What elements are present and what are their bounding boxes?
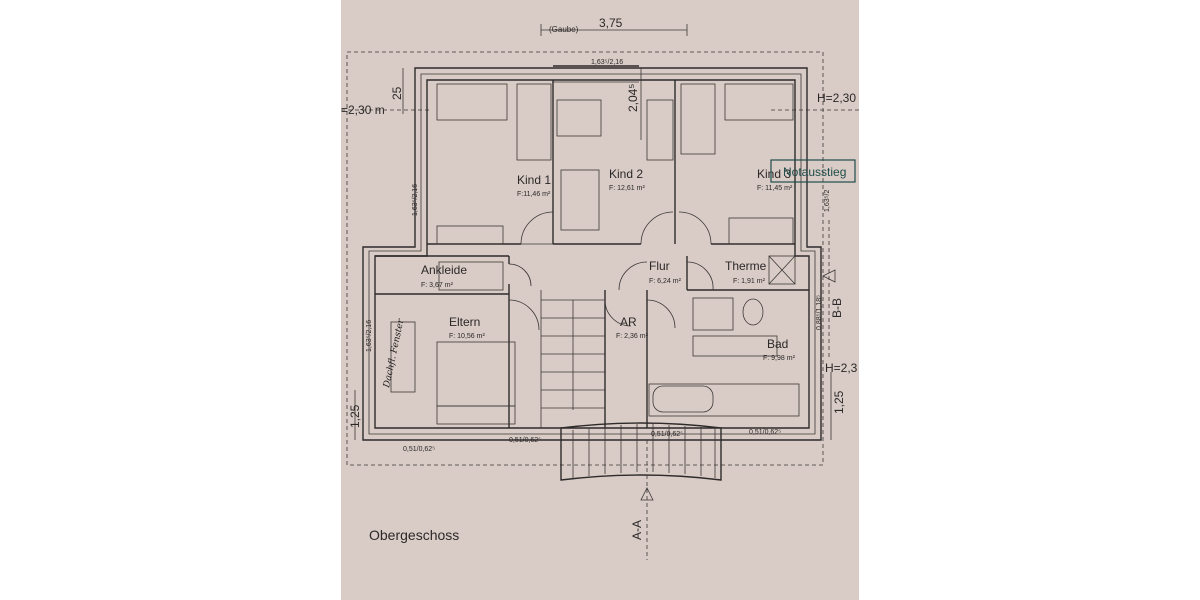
roof-outline [346, 51, 824, 466]
dim-h-right: H=2,30 [817, 91, 856, 105]
room-name-kind3: Kind 3 [757, 167, 791, 181]
dim-gaube-label: (Gaube) [549, 25, 579, 34]
dim-window-bottom-3: 0,51/0,62⁵ [651, 431, 683, 438]
dim-h-left: =2,30 m [341, 103, 385, 117]
door-ar [604, 299, 632, 327]
room-area-kind2: F: 12,61 m² [609, 185, 645, 192]
door-kind2 [640, 211, 674, 245]
dim-window-eltern: 1,63⁵/2,16 [366, 320, 373, 352]
dim-125-right: 1,25 [832, 390, 846, 414]
dim-window-bottom-4: 0,51/0,62⁵ [749, 429, 781, 436]
room-name-kind2: Kind 2 [609, 167, 643, 181]
door-flur [618, 261, 648, 291]
room-area-eltern: F: 10,56 m² [449, 333, 485, 340]
room-area-bad: F: 9,98 m² [763, 355, 796, 362]
room-name-ankleide: Ankleide [421, 263, 467, 277]
plan-title: Obergeschoss [369, 527, 459, 543]
staircase [541, 299, 605, 410]
dim-window-bottom-2: 0,51/0,62⁵ [509, 437, 541, 444]
room-name-ar: AR [620, 315, 637, 329]
balcony [560, 422, 722, 481]
door-bad [646, 299, 676, 329]
door-eltern [508, 299, 540, 331]
room-area-therme: F: 1,91 m² [733, 278, 766, 285]
room-name-bad: Bad [767, 337, 788, 351]
door-kind1 [520, 211, 554, 245]
room-name-eltern: Eltern [449, 315, 480, 329]
dim-window-bottom-1: 0,51/0,62⁵ [403, 446, 435, 453]
dim-25: 25 [390, 86, 404, 100]
stamp-text: Notausstieg [783, 165, 846, 179]
room-area-kind3: F: 11,45 m² [757, 185, 793, 192]
door-ankleide [508, 263, 532, 287]
outer-wall-hatch [368, 73, 816, 435]
dim-125-left: 1,25 [348, 404, 362, 428]
room-area-ar: F: 2,36 m² [616, 333, 649, 340]
inner-wall-line [374, 79, 810, 429]
door-kind3 [678, 211, 712, 245]
dim-window-right: 1,63⁵/2 [824, 190, 831, 212]
section-label-b: B-B [830, 298, 844, 318]
room-area-kind1: F:11,46 m² [517, 191, 551, 198]
section-arrow-a [640, 487, 654, 501]
dim-window-bad: 0,88⁵/1,18⁵ [816, 295, 823, 330]
section-arrow-b [822, 269, 836, 283]
section-label-a: A-A [630, 520, 644, 540]
dim-window-left: 1,63⁵/2,16 [412, 184, 419, 216]
dim-gaube-width: 3,75 [599, 16, 623, 30]
room-name-flur: Flur [649, 259, 670, 273]
room-area-ankleide: F: 3,67 m² [421, 282, 454, 289]
dim-depth-2045: 2,04⁵ [626, 84, 640, 112]
room-area-flur: F: 6,24 m² [649, 278, 682, 285]
handwritten-note: Dachfl. Fenster [382, 318, 407, 390]
stamp-box [770, 159, 856, 183]
furniture [390, 83, 800, 425]
door-therme [686, 261, 714, 291]
dim-h-right-lower: H=2,3 [825, 361, 858, 375]
room-name-therme: Therme [725, 259, 767, 273]
outer-wall [362, 67, 822, 441]
room-name-kind1: Kind 1 [517, 173, 551, 187]
dim-window-top: 1,63⁵/2,16 [591, 59, 623, 66]
floor-plan: Kind 1 F:11,46 m² Kind 2 F: 12,61 m² Kin… [341, 16, 859, 560]
